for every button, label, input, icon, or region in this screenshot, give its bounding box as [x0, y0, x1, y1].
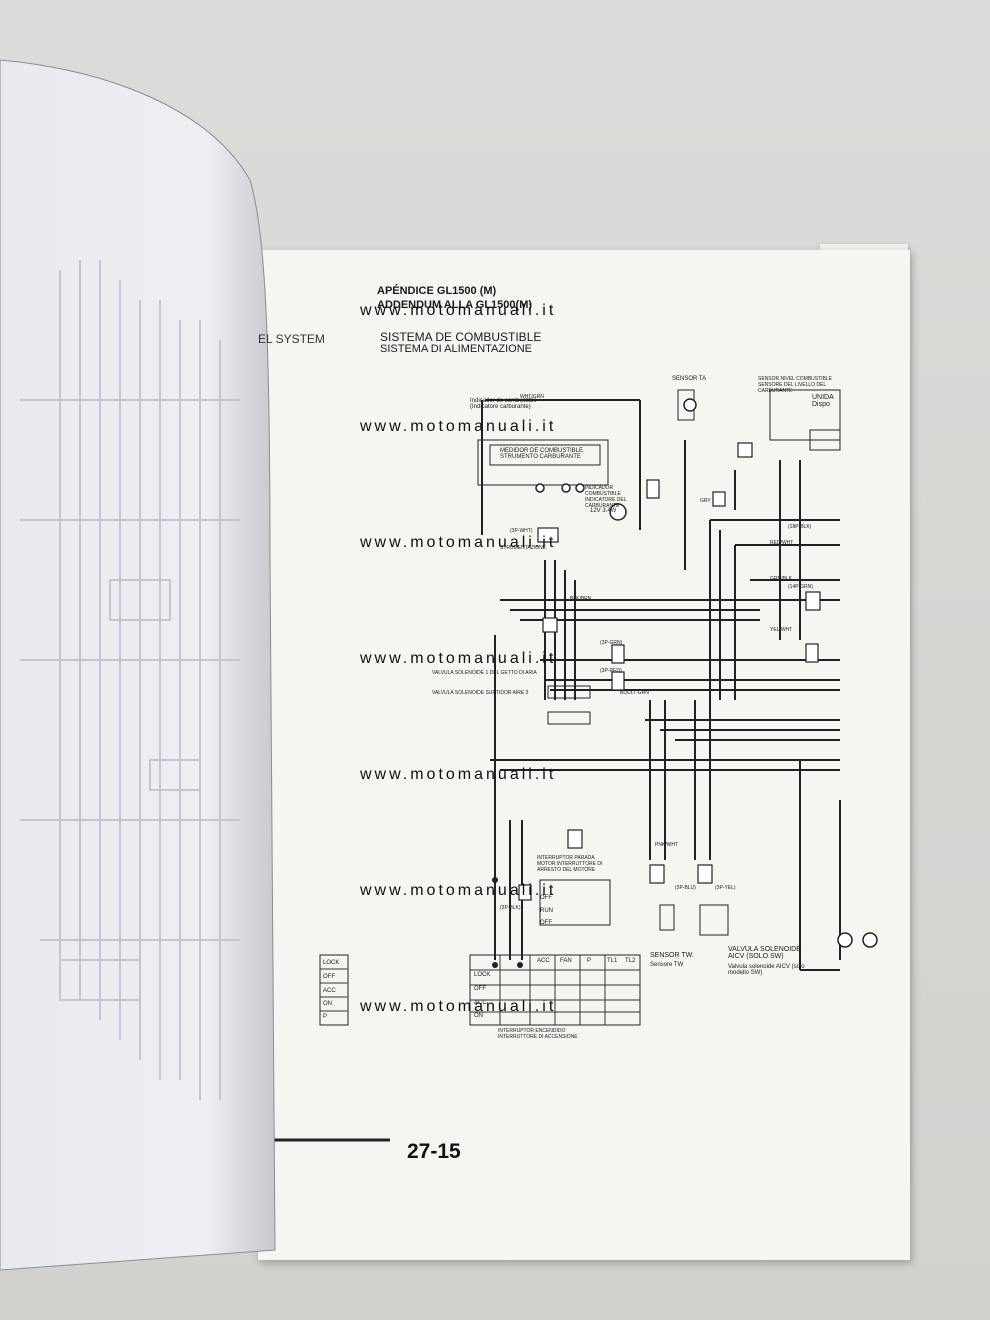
diagram-label-aicv-it: Valvula solenoide AICV (solo modello SW)	[728, 964, 805, 976]
watermark-text: www.motomanuali.it	[360, 534, 557, 551]
ign-row-off: OFF	[474, 986, 486, 992]
ign-row-lock: LOCK	[474, 972, 491, 978]
connector-label-3p-red: (3P-RED)	[600, 668, 622, 674]
watermark-text: www.motomanuali.it	[360, 418, 557, 435]
connector-label-3p-blk: (3P-BLK)	[500, 905, 521, 911]
ign-col-fan: FAN	[560, 958, 572, 964]
ign-col-acc: ACC	[537, 958, 550, 964]
diagram-label-level-indicator: INDICADOR COMBUSTIBLE INDICATORE DEL CAR…	[585, 485, 627, 509]
wire-label-blk-lt-grn: BLK/LT-GRN	[620, 690, 649, 696]
page-number: 27-15	[407, 1140, 461, 1163]
watermark-text: www.motomanuali.it	[360, 650, 557, 667]
watermark-text: www.motomanuali.it	[360, 766, 557, 783]
wire-label-grn-blk: GRN/BLK	[770, 576, 792, 582]
connector-label-14p-grn: (14P-GRN)	[788, 584, 814, 590]
diagram-label-instruments: STRUMENTAZIONE	[500, 545, 547, 551]
wire-label-pnk-wht: PNK/WHT	[655, 842, 679, 848]
manual-page	[258, 250, 910, 1260]
ign-col-tl2: TL2	[625, 958, 636, 964]
watermark-text: www.motomanuali.it	[360, 998, 557, 1015]
diagram-label-sensor-ta: SENSOR TA	[672, 376, 707, 382]
left-row-acc: ACC	[323, 988, 336, 994]
wire-label-wht-grn: WHT/GRN	[520, 394, 544, 400]
header-title-it: ADDENDUM ALLA GL1500(M)	[377, 299, 533, 311]
left-row-p: P	[323, 1014, 328, 1020]
diagram-label-sensor-tw: SENSOR TW.	[650, 952, 694, 959]
ign-col-p: P	[587, 958, 592, 964]
wire-label-blk-brn: BLK/BRN	[570, 596, 592, 602]
diagram-label-fuel-indicator: Indicador de combustible (Indicatore car…	[470, 398, 537, 410]
diagram-label-level-sensor: SENSOR NIVEL COMBUSTIBLE SENSORE DEL LIV…	[758, 376, 832, 394]
diagram-label-bulb: 12V 3.4W	[590, 508, 617, 514]
left-row-on: ON	[323, 1001, 332, 1007]
left-row-lock: LOCK	[323, 960, 340, 966]
kill-state-run: RUN	[540, 908, 553, 914]
diagram-label-unit: UNIDA Dispo	[812, 394, 834, 408]
connector-label-18p-blk: (18P-BLK)	[788, 524, 812, 530]
kill-state-off-2: OFF	[540, 920, 552, 926]
connector-label-3p-blu: (3P-BLU)	[675, 885, 696, 891]
section-title-it: SISTEMA DI ALIMENTAZIONE	[380, 343, 532, 355]
diagram-label-aicv: VALVULA SOLENOIDE AICV (SOLO SW)	[728, 946, 801, 960]
header-title-es: APÉNDICE GL1500 (M)	[377, 285, 497, 297]
ign-row-on: ON	[474, 1013, 483, 1019]
watermark-text: www.motomanuali.it	[360, 302, 557, 319]
section-title-es: SISTEMA DE COMBUSTIBLE	[380, 330, 542, 344]
connector-label-3p-grn: (3P-GRN)	[600, 640, 623, 646]
wire-label-yel-wht: YEL/WHT	[770, 627, 793, 633]
left-row-off: OFF	[323, 974, 335, 980]
left-page-curl	[0, 59, 276, 1271]
ign-row-acc: ACC	[474, 1000, 487, 1006]
connector-label-3p-wht: (3P-WHT)	[510, 528, 533, 534]
diagram-label-solenoid-3: VALVULA SOLENOIDE SURTIDOR AIRE 3	[432, 690, 529, 696]
ign-col-tl1: TL1	[607, 958, 618, 964]
diagram-label-sensor-tw-it: Sensore TW	[650, 962, 684, 968]
diagram-label-kill-switch: INTERRUPTOR PARADA MOTOR INTERRUTTORE DI…	[537, 855, 603, 873]
diagram-label-solenoid-1: VALVULA SOLENOIDE 1 DEL GETTO DI ARIA	[432, 670, 537, 676]
left-page-section-fragment: EL SYSTEM	[258, 332, 325, 346]
connector-label-3p-yel: (3P-YEL)	[715, 885, 736, 891]
watermark-text: www.motomanuali.it	[360, 882, 557, 899]
kill-state-off-1: OFF	[540, 895, 552, 901]
diagram-label-meter: MEDIDOR DE COMBUSTIBLE STRUMENTO CARBURA…	[500, 448, 584, 460]
diagram-label-ignition-switch: INTERRUPTOR ENCENDIDO INTERRUTTORE DI AC…	[498, 1028, 578, 1040]
wire-label-red-wht: RED/WHT	[770, 540, 794, 546]
wire-label-gry: GRY	[700, 498, 711, 504]
